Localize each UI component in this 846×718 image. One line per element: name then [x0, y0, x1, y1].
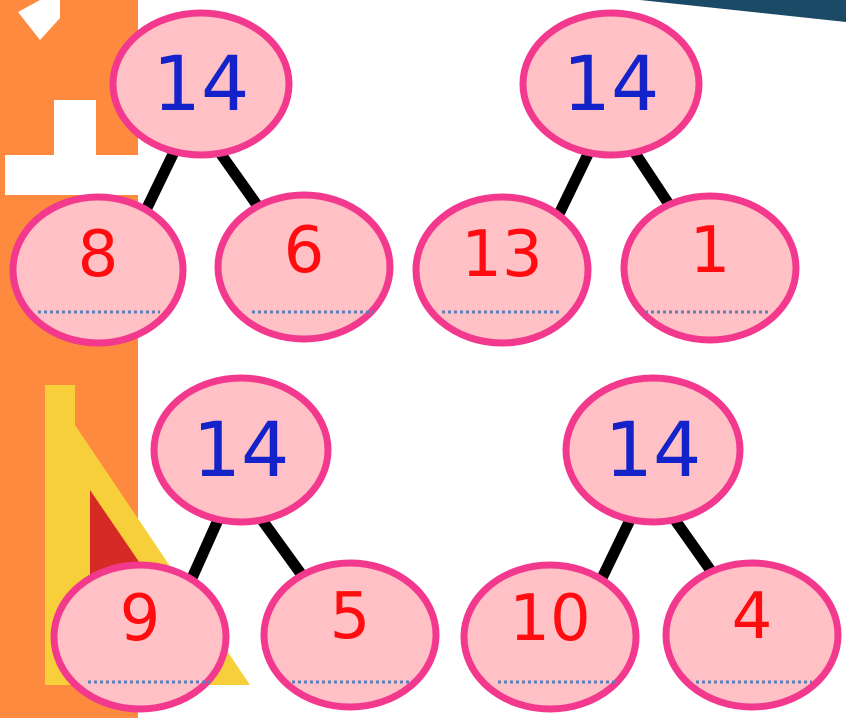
bond-line-left — [602, 520, 630, 578]
whole-number: 14 — [563, 39, 660, 128]
right-part-number: 5 — [330, 580, 371, 654]
right-part-number: 6 — [284, 214, 325, 288]
left-part-number: 9 — [120, 582, 161, 656]
bond-line-right — [218, 150, 262, 212]
whole-number: 14 — [605, 405, 702, 494]
whole-number: 14 — [153, 39, 250, 128]
left-part-number: 13 — [461, 218, 542, 292]
right-part-number: 4 — [732, 580, 773, 654]
bond-line-left — [560, 150, 590, 212]
number-bond-4: 14 10 4 — [464, 378, 838, 709]
number-bond-2: 14 13 1 — [416, 13, 796, 343]
right-part-number: 1 — [690, 214, 731, 288]
bond-line-left — [192, 520, 218, 578]
corner-band — [640, 0, 846, 22]
left-part-number: 10 — [509, 582, 590, 656]
whole-number: 14 — [193, 405, 290, 494]
bond-line-right — [262, 520, 304, 578]
left-part-number: 8 — [78, 218, 119, 292]
bond-line-left — [145, 150, 175, 212]
